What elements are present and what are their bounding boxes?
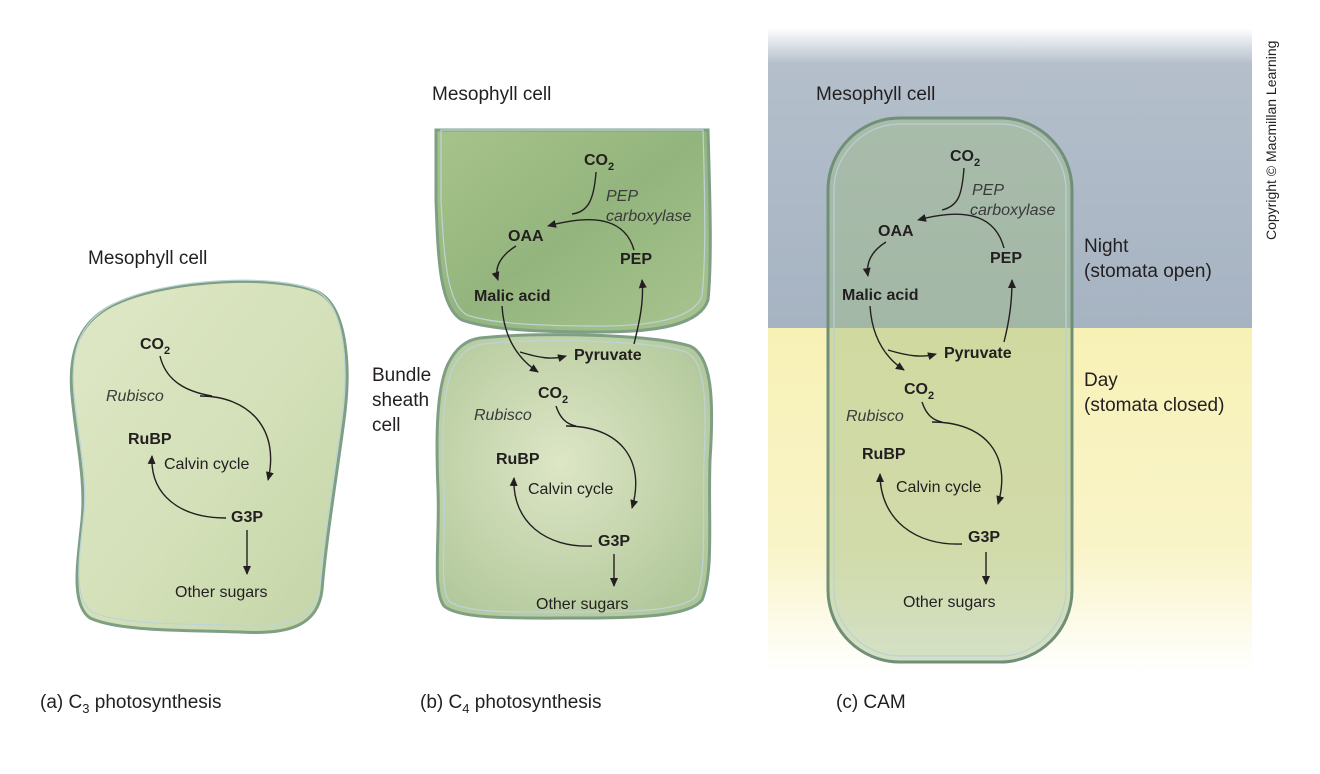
cam-day-label-1: Day bbox=[1084, 370, 1118, 391]
cam-day-label-2: (stomata closed) bbox=[1084, 395, 1224, 416]
cam-night-label-2: (stomata open) bbox=[1084, 261, 1212, 282]
cam-night-label-1: Night bbox=[1084, 236, 1129, 257]
cam-malic-acid-label: Malic acid bbox=[842, 287, 918, 304]
cam-oaa-label: OAA bbox=[878, 223, 914, 240]
c4-pyruvate-to-pep-arrow bbox=[633, 279, 647, 345]
c4-oaa-to-malic-arrow bbox=[491, 245, 517, 281]
c4-calvin-arrow-right bbox=[565, 425, 639, 509]
c3-g3p-label: G3P bbox=[231, 509, 263, 526]
c4-split-to-pyruvate-arrow bbox=[519, 351, 567, 363]
cam-co2-top-label: CO2 bbox=[950, 148, 980, 169]
copyright-text: Copyright © Macmillan Learning bbox=[1263, 41, 1279, 240]
night-band bbox=[768, 28, 1252, 328]
c4-co2-bottom-arrow bbox=[555, 405, 577, 427]
c4-bundle-label-1: Bundle bbox=[372, 365, 431, 386]
c3-calvin-arrow-right bbox=[199, 395, 274, 481]
cam-pep-carboxylase-label-1: PEP bbox=[972, 182, 1004, 199]
c4-mesophyll-label: Mesophyll cell bbox=[432, 84, 551, 105]
day-band bbox=[768, 328, 1252, 673]
c4-malic-acid-label: Malic acid bbox=[474, 288, 550, 305]
cam-malic-down-arrow bbox=[869, 305, 905, 371]
c3-cell-inner-line bbox=[72, 279, 346, 627]
c4-bundle-label-2: sheath bbox=[372, 390, 429, 411]
panel-cam: Mesophyll cell Night (stomata open) Day … bbox=[816, 84, 1224, 713]
c3-calvin-arrow-left bbox=[147, 455, 227, 519]
cam-co2-bottom-arrow bbox=[921, 401, 943, 423]
c3-other-sugars-label: Other sugars bbox=[175, 584, 267, 601]
c3-calvin-label: Calvin cycle bbox=[164, 456, 249, 473]
cam-pep-label: PEP bbox=[990, 250, 1022, 267]
c3-caption: (a) C3 photosynthesis bbox=[40, 692, 222, 716]
cam-oaa-to-malic-arrow bbox=[862, 241, 887, 277]
c4-pep-label: PEP bbox=[620, 251, 652, 268]
c4-calvin-label: Calvin cycle bbox=[528, 481, 613, 498]
cam-rubisco-label: Rubisco bbox=[846, 408, 904, 425]
cam-background bbox=[768, 28, 1252, 673]
c4-mesophyll-inner-line bbox=[440, 129, 706, 327]
c4-oaa-label: OAA bbox=[508, 228, 544, 245]
c3-co2-label: CO2 bbox=[140, 336, 170, 357]
c4-co2-bottom-label: CO2 bbox=[538, 385, 568, 406]
c4-co2-top-label: CO2 bbox=[584, 152, 614, 173]
c4-calvin-arrow-left bbox=[509, 477, 593, 547]
c3-rubp-label: RuBP bbox=[128, 431, 172, 448]
cam-co2-to-oaa-arrow bbox=[941, 167, 965, 211]
c4-g3p-label: G3P bbox=[598, 533, 630, 550]
c4-pyruvate-label: Pyruvate bbox=[574, 347, 642, 364]
cam-mesophyll-cell bbox=[826, 116, 1074, 664]
c4-caption: (b) C4 photosynthesis bbox=[420, 692, 602, 716]
c3-rubisco-label: Rubisco bbox=[106, 388, 164, 405]
c4-bundle-inner-line bbox=[442, 340, 706, 613]
c4-other-sugars-label: Other sugars bbox=[536, 596, 628, 613]
cam-g3p-label: G3P bbox=[968, 529, 1000, 546]
c4-co2-to-oaa-arrow bbox=[571, 171, 597, 215]
c4-malic-to-bundle-arrow bbox=[501, 305, 539, 373]
cam-pep-carboxylase-label-2: carboxylase bbox=[970, 202, 1055, 219]
panel-c3: Mesophyll cell CO2 Rubisco RuBP Calvin c… bbox=[40, 248, 349, 716]
cam-pyruvate-label: Pyruvate bbox=[944, 345, 1012, 362]
cam-split-to-pyruvate-arrow bbox=[887, 349, 937, 361]
cam-pep-carboxylase-arrow bbox=[917, 213, 1005, 249]
cam-calvin-label: Calvin cycle bbox=[896, 479, 981, 496]
c3-co2-arrow bbox=[159, 355, 213, 397]
c4-pep-carboxylase-arrow bbox=[547, 219, 635, 251]
c4-pep-carboxylase-label-2: carboxylase bbox=[606, 208, 691, 225]
c3-cell-label: Mesophyll cell bbox=[88, 248, 207, 269]
cam-caption: (c) CAM bbox=[836, 692, 906, 713]
c4-bundle-label-3: cell bbox=[372, 415, 401, 436]
c4-bundle-sheath-cell bbox=[435, 333, 714, 620]
panel-c4: Mesophyll cell Bundle sheath cell CO2 PE… bbox=[372, 84, 714, 716]
cam-other-sugars-label: Other sugars bbox=[903, 594, 995, 611]
cam-calvin-arrow-right bbox=[931, 421, 1005, 505]
c4-rubp-label: RuBP bbox=[496, 451, 540, 468]
c4-pep-carboxylase-label-1: PEP bbox=[606, 188, 638, 205]
cam-cell-inner-line bbox=[833, 123, 1067, 657]
cam-co2-bottom-label: CO2 bbox=[904, 381, 934, 402]
c4-rubisco-label: Rubisco bbox=[474, 407, 532, 424]
cam-cell-label: Mesophyll cell bbox=[816, 84, 935, 105]
cam-pyruvate-to-pep-arrow bbox=[1003, 279, 1016, 343]
cam-rubp-label: RuBP bbox=[862, 446, 906, 463]
cam-calvin-arrow-left bbox=[876, 473, 963, 545]
